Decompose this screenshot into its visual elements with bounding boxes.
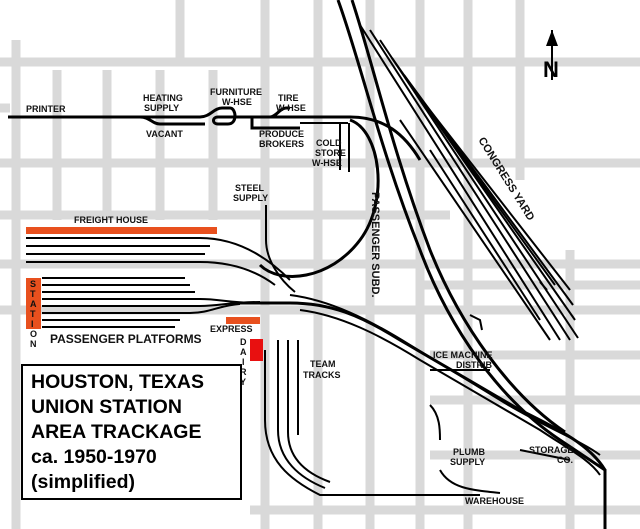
svg-text:A: A	[240, 347, 247, 357]
label-furniture-2: W-HSE	[222, 97, 252, 107]
label-printer: PRINTER	[26, 104, 66, 114]
label-cold-3: W-HSE	[312, 158, 342, 168]
svg-text:D: D	[240, 337, 247, 347]
dairy-vertical-label: D A I R Y	[240, 337, 247, 387]
express-building	[226, 317, 260, 324]
svg-text:Y: Y	[240, 377, 246, 387]
label-passenger-platforms: PASSENGER PLATFORMS	[50, 332, 202, 346]
label-cold-2: STORE	[315, 148, 346, 158]
label-passenger-subd: PASSENGER SUBD.	[369, 192, 381, 298]
label-tire-1: TIRE	[278, 93, 299, 103]
label-heating-1: HEATING	[143, 93, 183, 103]
title-line: UNION STATION	[31, 396, 182, 418]
label-team-2: TRACKS	[303, 370, 341, 380]
label-storage-1: STORAGE	[529, 445, 573, 455]
label-steel-1: STEEL	[235, 183, 265, 193]
label-ice-2: DISTRIB	[456, 360, 493, 370]
station-building	[26, 278, 41, 329]
north-label: N	[543, 57, 559, 82]
svg-text:I: I	[31, 319, 34, 329]
label-tire-2: W-HSE	[276, 103, 306, 113]
svg-text:T: T	[30, 309, 36, 319]
title-line: AREA TRACKAGE	[31, 421, 202, 443]
label-heating-2: SUPPLY	[144, 103, 179, 113]
label-storage-2: CO.	[557, 455, 573, 465]
label-produce-2: BROKERS	[259, 139, 304, 149]
svg-text:O: O	[30, 329, 37, 339]
label-ice-1: ICE MACHINE	[433, 350, 493, 360]
label-warehouse: WAREHOUSE	[465, 496, 524, 506]
title-line: ca. 1950-1970	[31, 446, 157, 468]
svg-text:S: S	[30, 279, 36, 289]
svg-text:A: A	[30, 299, 37, 309]
svg-text:R: R	[240, 367, 247, 377]
map-title-box: HOUSTON, TEXAS UNION STATION AREA TRACKA…	[21, 364, 242, 500]
label-express: EXPRESS	[210, 324, 253, 334]
label-plumb-1: PLUMB	[453, 447, 485, 457]
north-arrow-head	[546, 30, 558, 46]
dairy-building	[250, 339, 263, 361]
svg-text:T: T	[30, 289, 36, 299]
label-steel-2: SUPPLY	[233, 193, 268, 203]
title-line: (simplified)	[31, 471, 136, 493]
label-cold-1: COLD	[316, 138, 342, 148]
label-furniture-1: FURNITURE	[210, 87, 262, 97]
freight-house-building	[26, 227, 217, 234]
label-team-1: TEAM	[310, 359, 336, 369]
label-produce-1: PRODUCE	[259, 129, 304, 139]
label-freight-house: FREIGHT HOUSE	[74, 215, 148, 225]
label-vacant: VACANT	[146, 129, 183, 139]
svg-text:N: N	[30, 339, 37, 349]
label-plumb-2: SUPPLY	[450, 457, 485, 467]
svg-text:I: I	[242, 357, 245, 367]
station-vertical-label: S T A T I O N	[30, 279, 37, 349]
tracks	[8, 0, 607, 529]
title-line: HOUSTON, TEXAS	[31, 371, 204, 393]
